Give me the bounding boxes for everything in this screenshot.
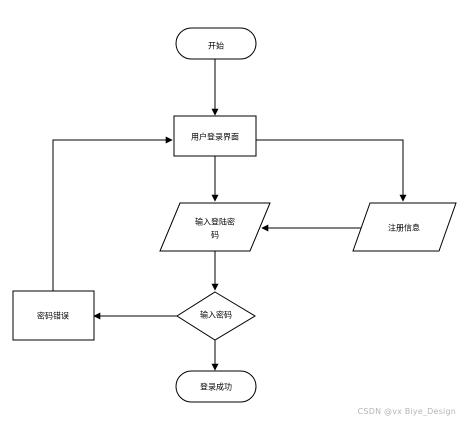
start-label: 开始 — [208, 41, 224, 51]
input-parallelogram — [159, 202, 271, 252]
node-error: 密码错误 — [12, 290, 95, 341]
node-start: 开始 — [175, 27, 257, 60]
edge-login-to-register — [256, 139, 407, 202]
watermark-text: CSDN @vx Biye_Design — [357, 407, 456, 416]
edges — [52, 59, 407, 371]
input-label-line2: 码 — [211, 231, 219, 240]
check-label: 输入密码 — [200, 310, 232, 320]
login-ui-label: 用户登录界面 — [191, 132, 239, 142]
error-label: 密码错误 — [37, 311, 69, 321]
node-login-ui: 用户登录界面 — [173, 115, 257, 157]
start-terminator — [175, 27, 257, 60]
error-process — [12, 290, 95, 341]
node-register: 注册信息 — [352, 202, 457, 252]
success-label: 登录成功 — [200, 382, 232, 392]
register-label: 注册信息 — [388, 223, 420, 233]
check-diamond — [176, 291, 256, 341]
register-parallelogram — [352, 202, 457, 252]
node-success: 登录成功 — [175, 370, 257, 403]
node-input: 输入登陆密 码 — [159, 202, 271, 252]
edge-error-to-login — [52, 136, 173, 291]
success-terminator — [175, 370, 257, 403]
node-check: 输入密码 — [176, 291, 256, 341]
login-ui-process — [173, 115, 257, 157]
input-label-line1: 输入登陆密 — [195, 217, 235, 227]
